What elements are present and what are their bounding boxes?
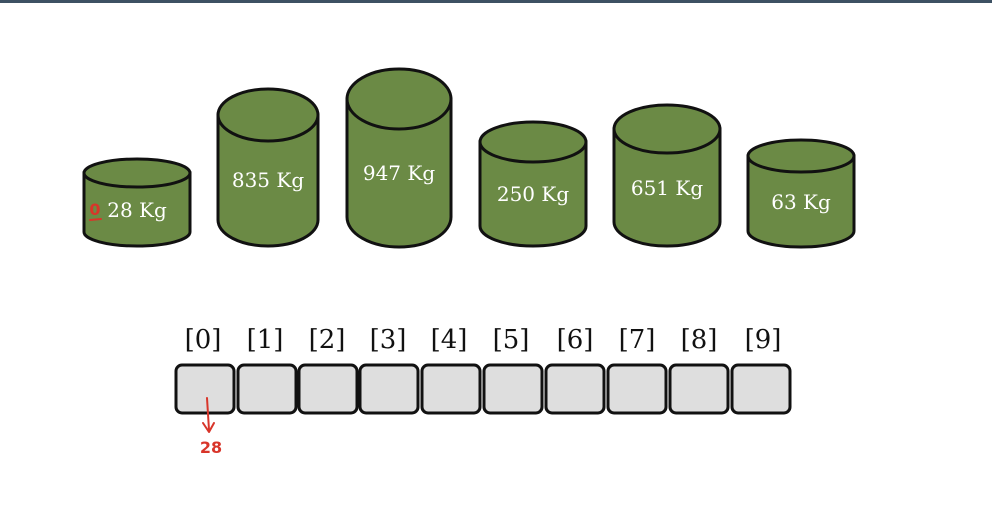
annotation-arrow-head	[202, 422, 215, 433]
array-index-label: [1]	[247, 325, 284, 355]
cylinder-label: 250 Kg	[497, 182, 569, 206]
array-index-label: [4]	[431, 325, 468, 355]
array-index-label: [8]	[681, 325, 718, 355]
cylinder-835kg: 835 Kg	[216, 87, 320, 248]
array-cell-7	[606, 363, 668, 415]
cylinder-body	[345, 97, 453, 249]
array-index-labels: [0] [1] [2] [3] [4] [5] [6] [7] [8] [9]	[185, 325, 782, 355]
array-index-label: [9]	[745, 325, 782, 355]
array-index-label: [5]	[493, 325, 530, 355]
diagram-canvas: 28 Kg 835 Kg 947 Kg 250 Kg 651 Kg 63 Kg	[82, 67, 856, 457]
array-cell-9	[730, 363, 792, 415]
array-index-label: [0]	[185, 325, 222, 355]
array-index-label: [6]	[557, 325, 594, 355]
cylinder-top	[82, 157, 192, 189]
array-cell-3	[358, 363, 420, 415]
array-index-label: [3]	[370, 325, 407, 355]
array-cell-2	[297, 363, 359, 415]
cylinder-label: 28 Kg	[107, 198, 167, 222]
cylinder-body	[478, 140, 588, 248]
cylinder-label: 835 Kg	[232, 168, 304, 192]
array-cell-4	[420, 363, 482, 415]
cylinder-651kg: 651 Kg	[612, 103, 722, 248]
cylinder-body	[612, 127, 722, 248]
cylinder-947kg: 947 Kg	[345, 67, 453, 249]
annotation-arrow-shaft	[206, 397, 210, 431]
cylinder-label: 63 Kg	[771, 190, 831, 214]
annotation-underline	[89, 218, 102, 221]
cylinder-top	[345, 67, 453, 131]
annotation-mark: 0	[89, 200, 100, 219]
array-cells	[174, 363, 792, 415]
array-cell-8	[668, 363, 730, 415]
array-cell-5	[482, 363, 544, 415]
cylinder-top	[216, 87, 320, 143]
cylinder-top	[746, 138, 856, 174]
cylinder-body	[746, 154, 856, 249]
cylinder-63kg: 63 Kg	[746, 138, 856, 249]
cylinder-top	[612, 103, 722, 155]
cell0-annotation: 28	[200, 397, 222, 457]
array-cell-1	[236, 363, 298, 415]
array-cell-0	[174, 363, 236, 415]
cylinder-label: 947 Kg	[363, 161, 435, 185]
cylinder-label: 651 Kg	[631, 176, 703, 200]
first-cylinder-annotation: 0	[89, 200, 102, 221]
cylinder-body	[82, 171, 192, 248]
cylinder-body	[216, 113, 320, 248]
annotation-value: 28	[200, 438, 222, 457]
cylinder-28kg: 28 Kg	[82, 157, 192, 248]
array-index-label: [2]	[309, 325, 346, 355]
array-index-label: [7]	[619, 325, 656, 355]
cylinder-250kg: 250 Kg	[478, 120, 588, 248]
array-cell-6	[544, 363, 606, 415]
cylinder-group: 28 Kg 835 Kg 947 Kg 250 Kg 651 Kg 63 Kg	[82, 67, 856, 249]
cylinder-top	[478, 120, 588, 164]
